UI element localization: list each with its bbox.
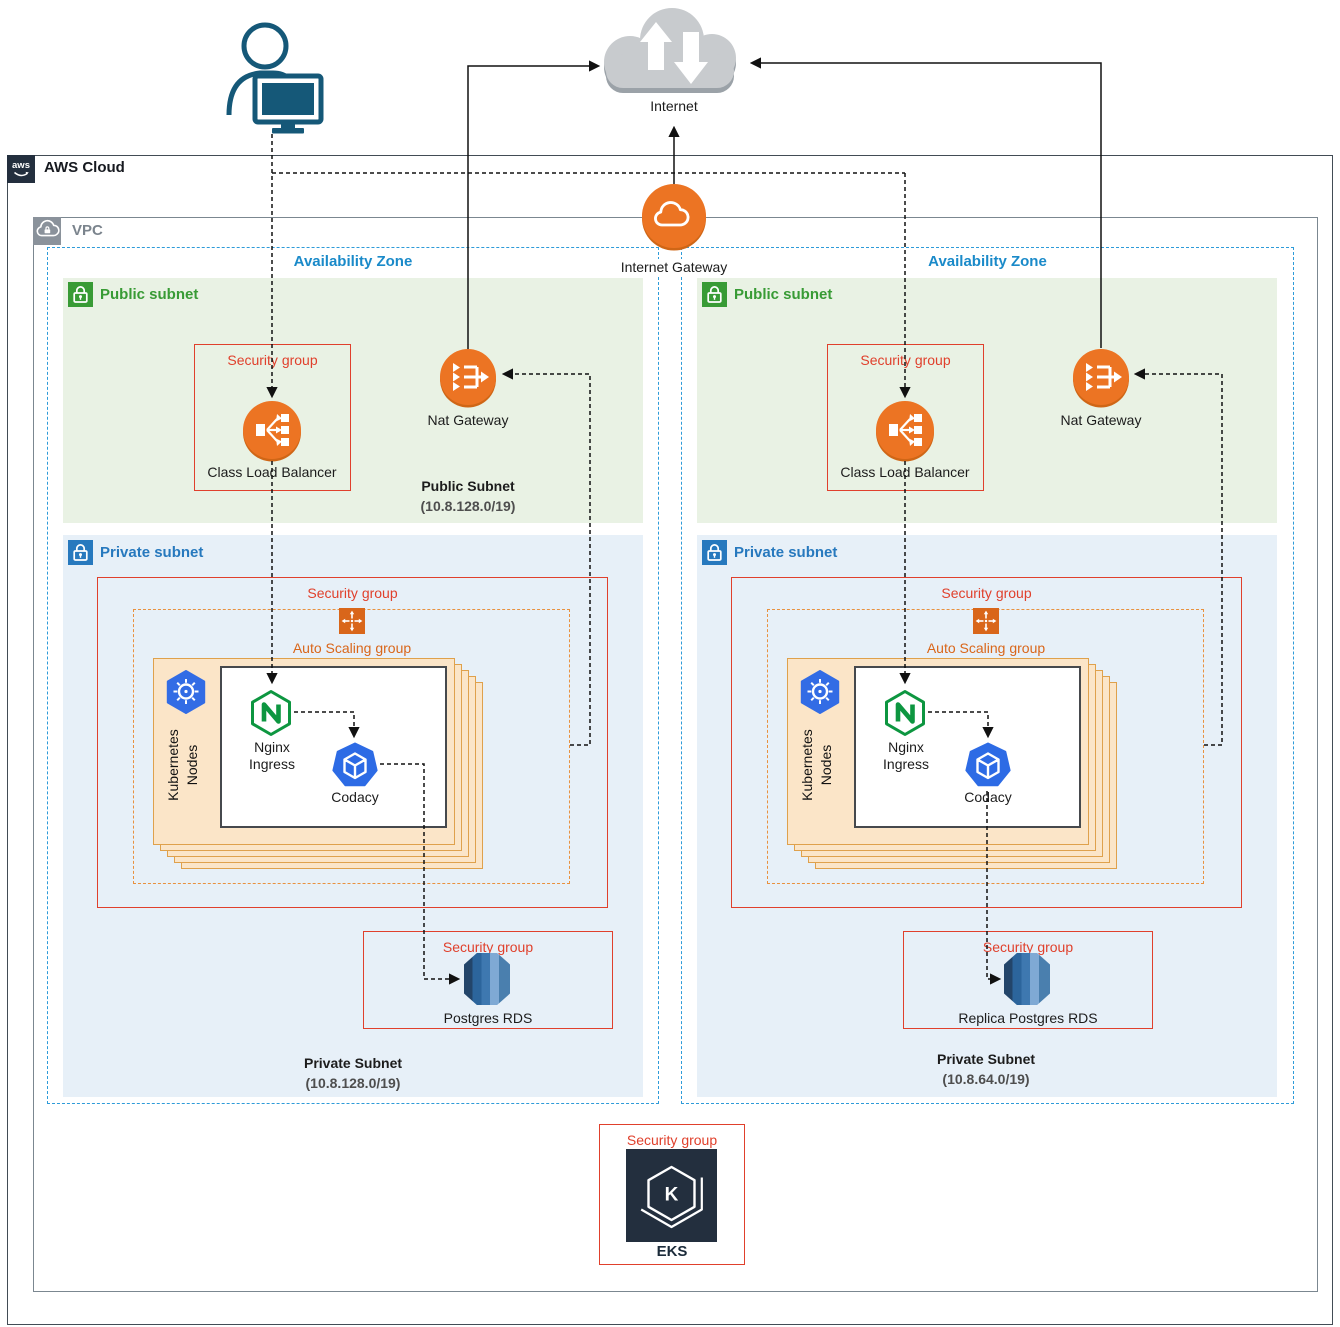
private-subnet-left-label: Private subnet <box>100 544 204 561</box>
private-subnet-right-label: Private subnet <box>734 544 838 561</box>
nginx-ingress-right-label: Nginx Ingress <box>883 739 929 772</box>
private-subnet-right-cidr: (10.8.64.0/19) <box>942 1071 1030 1087</box>
public-subnet-right-lock-icon <box>702 282 727 307</box>
security-group-eks-label: Security group <box>626 1132 718 1148</box>
public-subnet-left-title: Public Subnet <box>421 478 515 494</box>
eks-icon: K <box>626 1149 717 1242</box>
aws-cloud-title: AWS Cloud <box>44 159 125 176</box>
pod-box-right <box>854 666 1081 828</box>
public-subnet-right <box>697 278 1277 523</box>
class-load-balancer-right-icon <box>876 401 934 459</box>
private-subnet-left-cidr: (10.8.128.0/19) <box>305 1075 401 1091</box>
class-load-balancer-left-label: Class Load Balancer <box>207 464 337 480</box>
auto-scaling-group-left-icon <box>339 608 365 634</box>
security-group-rds-left-label: Security group <box>442 939 534 955</box>
user-icon <box>213 16 329 136</box>
kubernetes-icon-left <box>164 670 208 714</box>
security-group-k8s-left-label: Security group <box>307 585 398 601</box>
nat-gateway-right-label: Nat Gateway <box>1060 412 1142 428</box>
security-group-clb-right-label: Security group <box>860 352 951 368</box>
public-subnet-left-lock-icon <box>68 282 93 307</box>
auto-scaling-group-right-icon <box>973 608 999 634</box>
nginx-icon-left <box>249 689 293 737</box>
codacy-icon-left <box>332 742 378 788</box>
public-subnet-left <box>63 278 643 523</box>
security-group-rds-right-label: Security group <box>982 939 1074 955</box>
internet-gateway-icon <box>642 184 706 248</box>
private-subnet-left-lock-icon <box>68 540 93 565</box>
az-right-label: Availability Zone <box>928 253 1047 270</box>
nginx-ingress-left-label: Nginx Ingress <box>249 739 295 772</box>
nat-gateway-left-label: Nat Gateway <box>427 412 509 428</box>
replica-postgres-rds-right-label: Replica Postgres RDS <box>958 1010 1098 1026</box>
kubernetes-icon-right <box>798 670 842 714</box>
private-subnet-right-lock-icon <box>702 540 727 565</box>
auto-scaling-group-right-label: Auto Scaling group <box>926 640 1046 656</box>
security-group-clb-left-label: Security group <box>227 352 318 368</box>
auto-scaling-group-left-label: Auto Scaling group <box>292 640 412 656</box>
codacy-right-label: Codacy <box>964 789 1012 805</box>
kubernetes-nodes-left-label: Kubernetes Nodes <box>165 729 200 801</box>
public-subnet-left-label: Public subnet <box>100 286 199 303</box>
internet-cloud-icon <box>590 0 760 118</box>
internet-label: Internet <box>647 98 701 114</box>
replica-postgres-rds-right-icon <box>1004 953 1050 1005</box>
security-group-rds-left: Security group <box>363 931 613 1029</box>
class-load-balancer-left-icon <box>243 401 301 459</box>
security-group-k8s-right-label: Security group <box>941 585 1032 601</box>
codacy-icon-right <box>965 742 1011 788</box>
internet-gateway-label: Internet Gateway <box>617 259 731 275</box>
az-left-label: Availability Zone <box>293 253 413 270</box>
svg-text:aws: aws <box>12 160 30 171</box>
eks-label: EKS <box>656 1243 688 1260</box>
vpc-title: VPC <box>72 222 103 239</box>
public-subnet-left-cidr: (10.8.128.0/19) <box>420 498 516 514</box>
svg-text:K: K <box>665 1185 679 1206</box>
postgres-rds-left-icon <box>464 953 510 1005</box>
nat-gateway-left-icon <box>440 349 496 405</box>
aws-cloud-frame <box>7 155 1333 1325</box>
class-load-balancer-right-label: Class Load Balancer <box>840 464 970 480</box>
nat-gateway-right-icon <box>1073 349 1129 405</box>
security-group-eks: Security group <box>599 1124 745 1265</box>
postgres-rds-left-label: Postgres RDS <box>443 1010 533 1026</box>
kubernetes-nodes-right-label: Kubernetes Nodes <box>799 729 834 801</box>
security-group-k8s-left: Security group <box>97 577 608 908</box>
availability-zone-left: Availability Zone <box>47 247 659 1104</box>
private-subnet-right-title: Private Subnet <box>936 1051 1036 1067</box>
vpc-icon <box>33 217 61 245</box>
codacy-left-label: Codacy <box>331 789 379 805</box>
security-group-rds-right: Security group <box>903 931 1153 1029</box>
private-subnet-left-title: Private Subnet <box>303 1055 403 1071</box>
public-subnet-right-label: Public subnet <box>734 286 833 303</box>
nginx-icon-right <box>883 689 927 737</box>
aws-logo-icon: aws <box>7 155 35 183</box>
